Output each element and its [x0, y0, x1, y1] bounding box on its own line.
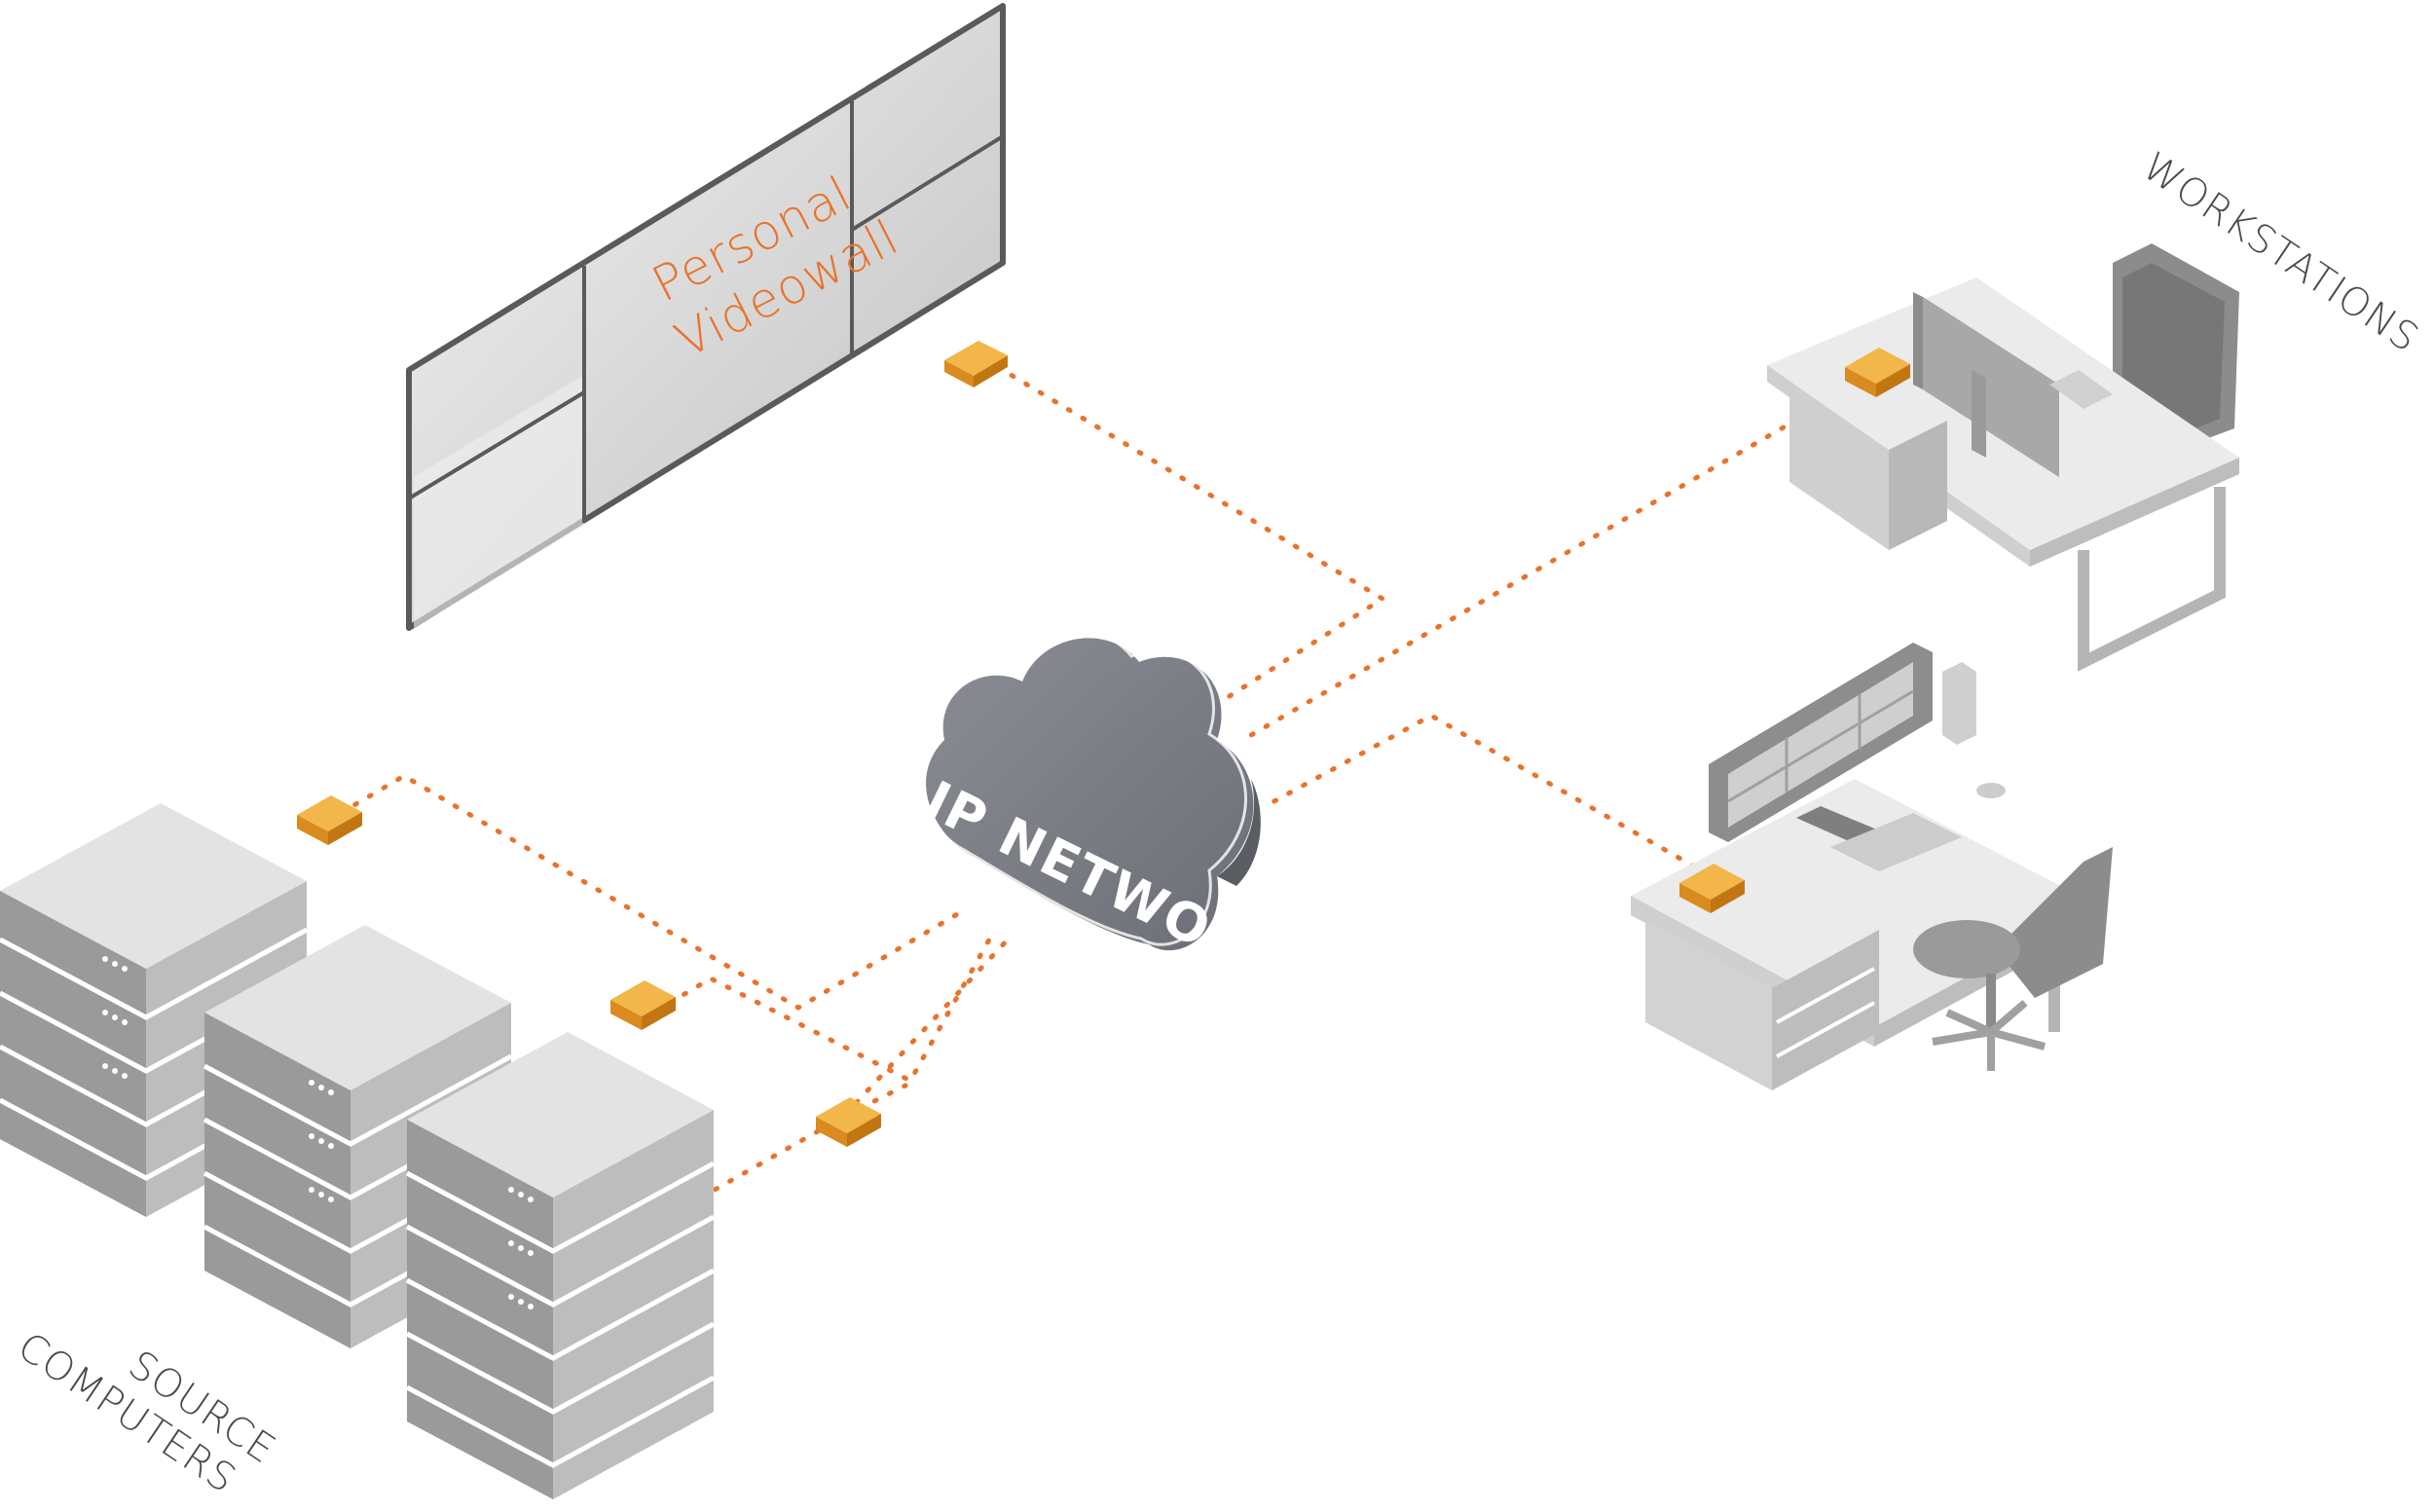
extender-device-icon — [610, 980, 676, 1030]
link-source-3 — [698, 1083, 908, 1200]
link-source-4 — [842, 937, 1011, 1118]
workstation-desk-icon — [1631, 643, 2113, 1090]
videowall-icon — [406, 3, 1006, 631]
link-source-1 — [338, 773, 967, 1011]
workstation-desk-icon — [1767, 243, 2239, 672]
extender-device-icon — [1845, 348, 1910, 397]
extender-device-icon — [1679, 864, 1745, 913]
link-workstation-top — [1248, 375, 1872, 738]
extender-device-icon — [944, 341, 1008, 387]
cloud-icon — [916, 630, 1261, 951]
link-workstation-bottom — [1268, 713, 1697, 869]
extender-device-icon — [816, 1097, 881, 1147]
extender-device-icon — [297, 795, 362, 845]
link-videowall — [980, 355, 1387, 704]
server-stack-icon — [0, 803, 716, 1499]
